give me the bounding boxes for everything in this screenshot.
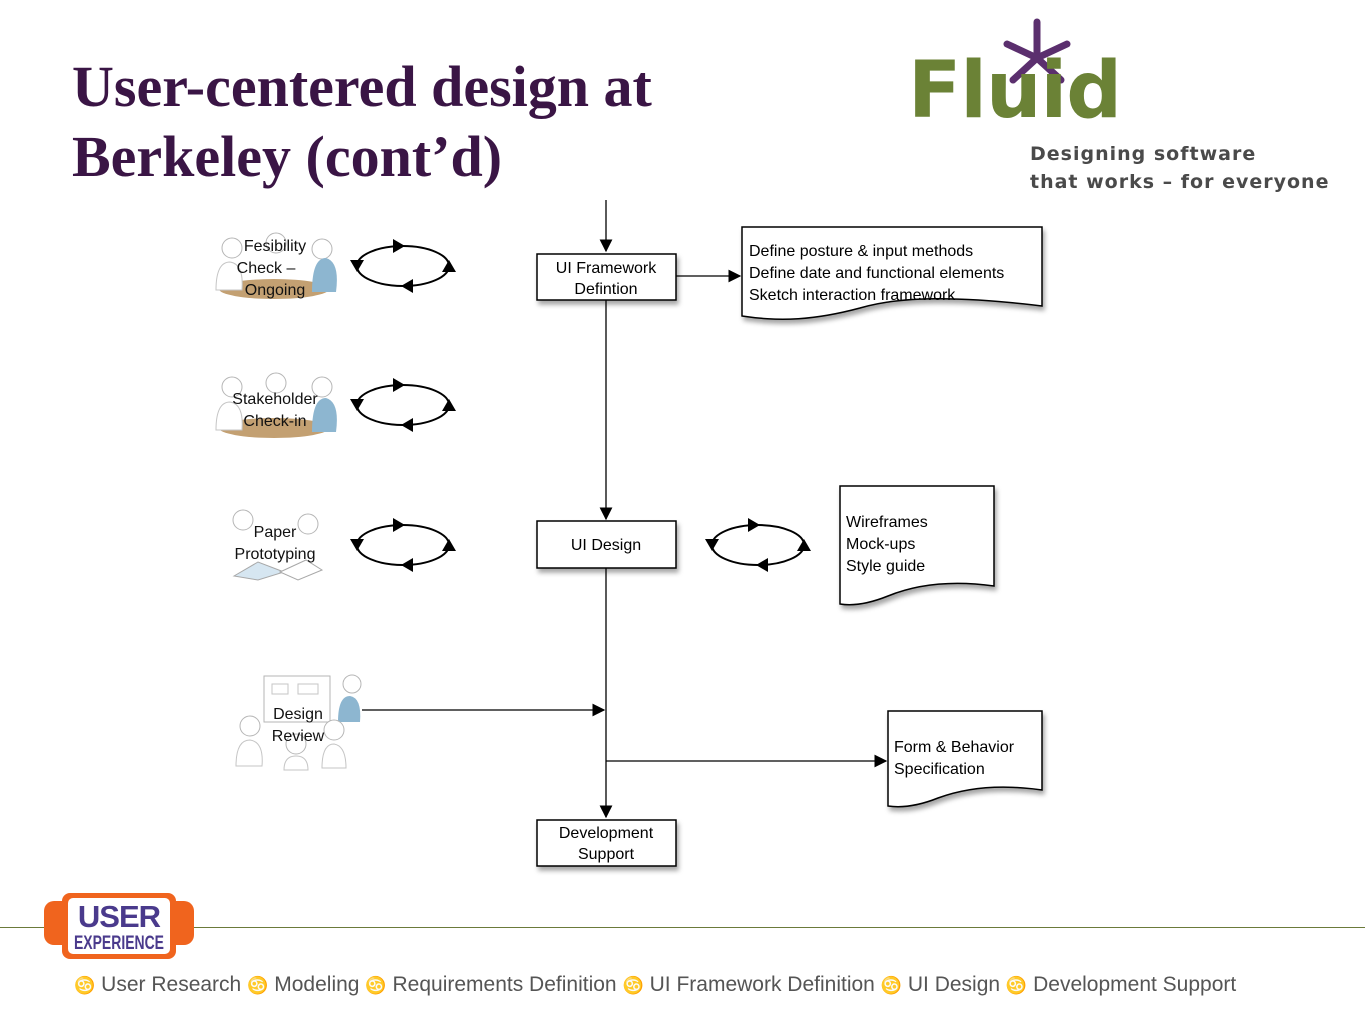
- cycle-icon: [350, 378, 456, 432]
- box-dev-line-1: Development: [559, 825, 654, 842]
- footer-item: ♋UI Design: [880, 973, 1001, 996]
- tagline-line-2: that works – for everyone: [1030, 171, 1330, 193]
- design-review-icon: [235, 674, 362, 771]
- doc-design-line-1: Wireframes: [846, 514, 928, 531]
- activity-1-line-3: Ongoing: [245, 282, 306, 299]
- activity-3-line-1: Paper: [254, 524, 297, 541]
- doc-spec-line-2: Specification: [894, 761, 985, 778]
- curl-bullet-icon: ♋: [622, 976, 644, 995]
- doc-framework-line-2: Define date and functional elements: [749, 265, 1004, 282]
- process-box-ui-framework: [536, 253, 677, 301]
- doc-framework-line-3: Sketch interaction framework: [749, 287, 956, 304]
- document-framework: [741, 226, 1043, 321]
- activity-1-line-1: Fesibility: [244, 238, 306, 255]
- logo-word: Fluid: [908, 46, 1122, 136]
- footer-divider: [0, 927, 1365, 928]
- process-diagram: UI Framework Defintion UI Design Develop…: [215, 200, 1043, 867]
- activity-4-line-1: Design: [273, 706, 323, 723]
- activity-2-line-2: Check-in: [243, 413, 306, 430]
- footer-item: ♋User Research: [74, 973, 242, 996]
- activity-3-line-2: Prototyping: [235, 546, 316, 563]
- curl-bullet-icon: ♋: [365, 976, 387, 995]
- footer-item: ♋Requirements Definition: [365, 973, 617, 996]
- process-box-ui-design: [536, 520, 677, 569]
- doc-design-line-2: Mock-ups: [846, 536, 915, 553]
- title-line-1: User-centered design at: [72, 54, 652, 119]
- activity-4-line-2: Review: [272, 728, 325, 745]
- activity-1-line-2: Check –: [237, 260, 296, 277]
- logo-tagline: Designing software that works – for ever…: [1030, 140, 1329, 196]
- user-experience-badge: USER EXPERIENCE: [44, 893, 194, 959]
- curl-bullet-icon: ♋: [74, 976, 96, 995]
- box-dev-line-2: Support: [578, 846, 635, 863]
- title-line-2: Berkeley (cont’d): [72, 124, 503, 189]
- curl-bullet-icon: ♋: [1005, 976, 1028, 995]
- slide-title: User-centered design at Berkeley (cont’d…: [72, 52, 652, 192]
- footer-item: ♋UI Framework Definition: [622, 973, 875, 996]
- curl-bullet-icon: ♋: [880, 976, 902, 995]
- footer-process-steps: ♋User Research ♋Modeling ♋Requirements D…: [74, 972, 1294, 999]
- paper-prototyping-icon: [232, 509, 324, 581]
- badge-line-1: USER: [78, 899, 161, 934]
- doc-spec-line-1: Form & Behavior: [894, 739, 1015, 756]
- document-ui-design: [839, 485, 995, 606]
- asterisk-icon: [1003, 18, 1071, 84]
- tagline-line-1: Designing software: [1030, 143, 1257, 165]
- activity-2-line-1: Stakeholder: [232, 391, 318, 408]
- doc-design-line-3: Style guide: [846, 558, 925, 575]
- box-framework-line-1: UI Framework: [556, 260, 657, 277]
- document-spec: [887, 710, 1043, 808]
- doc-framework-line-1: Define posture & input methods: [749, 243, 973, 260]
- curl-bullet-icon: ♋: [247, 976, 269, 995]
- people-meeting-icon: [215, 372, 337, 438]
- box-framework-line-2: Defintion: [574, 281, 637, 298]
- process-box-development-support: [536, 819, 677, 867]
- cycle-icon: [350, 518, 456, 572]
- fluid-logo: Fluid Designing software that works – fo…: [900, 12, 1340, 202]
- cycle-icon: [350, 239, 456, 293]
- footer-item: ♋Development Support: [1005, 973, 1237, 996]
- badge-line-2: EXPERIENCE: [74, 933, 164, 954]
- people-meeting-icon: [215, 232, 337, 299]
- box-ui-design-label: UI Design: [571, 537, 641, 554]
- footer-item: ♋Modeling: [247, 973, 360, 996]
- cycle-icon: [705, 518, 811, 572]
